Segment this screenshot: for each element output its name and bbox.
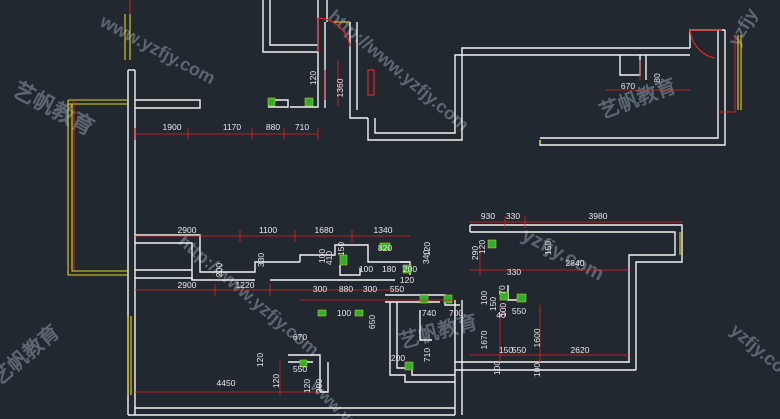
watermark-text: 艺帆教育 bbox=[0, 320, 64, 390]
dimension-label-150-b: 150 bbox=[543, 241, 553, 255]
dimension-label-1220: 1220 bbox=[236, 280, 255, 290]
dimension-label-930: 930 bbox=[481, 211, 495, 221]
watermark-text: www.yzfjy.com bbox=[96, 11, 218, 89]
dimension-label-2900-b: 2900 bbox=[178, 280, 197, 290]
dimension-label-300: 300 bbox=[313, 284, 327, 294]
dimension-label-550-d: 550 bbox=[293, 364, 307, 374]
dimension-lines bbox=[134, 60, 690, 395]
dimension-label-1600: 1600 bbox=[532, 328, 542, 347]
watermark-text: yzfjy.com bbox=[727, 320, 780, 387]
dimension-label-1340: 1340 bbox=[374, 225, 393, 235]
dimension-label-3980: 3980 bbox=[589, 211, 608, 221]
dimension-label-200-b: 200 bbox=[403, 264, 417, 274]
dimension-label-330-a: 330 bbox=[506, 211, 520, 221]
dimension-label-2840: 2840 bbox=[566, 258, 585, 268]
dimension-label-80: 80 bbox=[652, 73, 662, 83]
dimension-label-1170: 1170 bbox=[223, 122, 242, 132]
walls bbox=[127, 0, 726, 416]
watermark-text: yzfjy.com bbox=[518, 224, 608, 286]
dimension-label-290: 290 bbox=[470, 246, 480, 260]
dimension-label-340: 340 bbox=[421, 250, 431, 264]
dimension-label-100-e: 100 bbox=[337, 308, 351, 318]
dimension-label-150-c: 150 bbox=[488, 297, 498, 311]
dimension-label-70: 70 bbox=[497, 285, 507, 295]
dimension-label-710-top: 710 bbox=[295, 122, 309, 132]
dimension-label-300-b: 300 bbox=[363, 284, 377, 294]
dimension-labels: 1360 120 670 80 1900 1170 880 710 2900 1100 1680 13… bbox=[163, 71, 662, 393]
watermark-text: http://www.yzfjy.com bbox=[325, 6, 473, 135]
dimension-label-150-d: 150 bbox=[499, 345, 513, 355]
dimension-label-550-c: 550 bbox=[512, 345, 526, 355]
wall-edges bbox=[73, 0, 736, 270]
windows bbox=[67, 14, 742, 395]
dimension-label-650: 650 bbox=[367, 315, 377, 329]
dimension-label-1670: 1670 bbox=[479, 330, 489, 349]
dimension-label-120-d: 120 bbox=[255, 353, 265, 367]
dimension-label-880-b: 880 bbox=[339, 284, 353, 294]
dimension-label-2620: 2620 bbox=[571, 345, 590, 355]
dimension-label-670-b: 670 bbox=[293, 332, 307, 342]
dimension-label-700: 700 bbox=[449, 308, 463, 318]
dimension-label-330-b: 330 bbox=[256, 253, 266, 267]
dimension-label-120-b: 120 bbox=[477, 240, 487, 254]
doors bbox=[317, 17, 722, 96]
dimension-label-1100: 1100 bbox=[259, 225, 278, 235]
dimension-label-100-a: 100 bbox=[317, 249, 327, 263]
dimension-label-200-d: 200 bbox=[314, 379, 324, 393]
dimension-label-120-c: 120 bbox=[400, 275, 414, 285]
dimension-label-100-d: 100 bbox=[498, 303, 508, 317]
dimension-label-410: 410 bbox=[324, 251, 334, 265]
dimension-label-740: 740 bbox=[422, 308, 436, 318]
dimension-label-1360: 1360 bbox=[335, 78, 345, 97]
dimension-label-550-b: 550 bbox=[512, 306, 526, 316]
dimension-label-180: 180 bbox=[382, 264, 396, 274]
dimension-label-100-g: 100 bbox=[492, 361, 502, 375]
dimension-label-4450: 4450 bbox=[217, 378, 236, 388]
dimension-label-330-c: 330 bbox=[507, 267, 521, 277]
watermark-text: 艺帆教育 bbox=[396, 309, 479, 353]
wall-hatches bbox=[267, 97, 527, 371]
watermark-text: 艺帆教育 bbox=[596, 73, 679, 123]
dimension-label-200-c: 200 bbox=[391, 353, 405, 363]
dimension-label-820: 820 bbox=[378, 243, 392, 253]
dimension-label-120-f: 120 bbox=[302, 379, 312, 393]
watermark-text: yzfjy bbox=[724, 5, 761, 50]
dimension-label-1680: 1680 bbox=[315, 225, 334, 235]
dimension-label-710-b: 710 bbox=[422, 348, 432, 362]
dimension-label-40: 40 bbox=[496, 310, 506, 320]
dimension-label-100-b: 100 bbox=[359, 264, 373, 274]
dimension-label-880: 880 bbox=[266, 122, 280, 132]
dimension-label-1900: 1900 bbox=[163, 122, 182, 132]
dimension-label-120-top: 120 bbox=[308, 71, 318, 85]
dimension-label-200-a: 200 bbox=[214, 263, 224, 277]
dimension-label-100-f: 100 bbox=[532, 363, 542, 377]
dimension-label-670-top: 670 bbox=[621, 81, 635, 91]
dimension-label-120-e: 120 bbox=[271, 374, 281, 388]
dimension-label-2900-a: 2900 bbox=[178, 225, 197, 235]
dimension-label-100-c: 100 bbox=[479, 291, 489, 305]
dimension-label-120-a: 120 bbox=[422, 242, 432, 256]
dimension-label-150-a: 150 bbox=[336, 242, 346, 256]
watermark-text: 艺帆教育 bbox=[9, 77, 98, 140]
dimension-label-550-a: 550 bbox=[390, 284, 404, 294]
